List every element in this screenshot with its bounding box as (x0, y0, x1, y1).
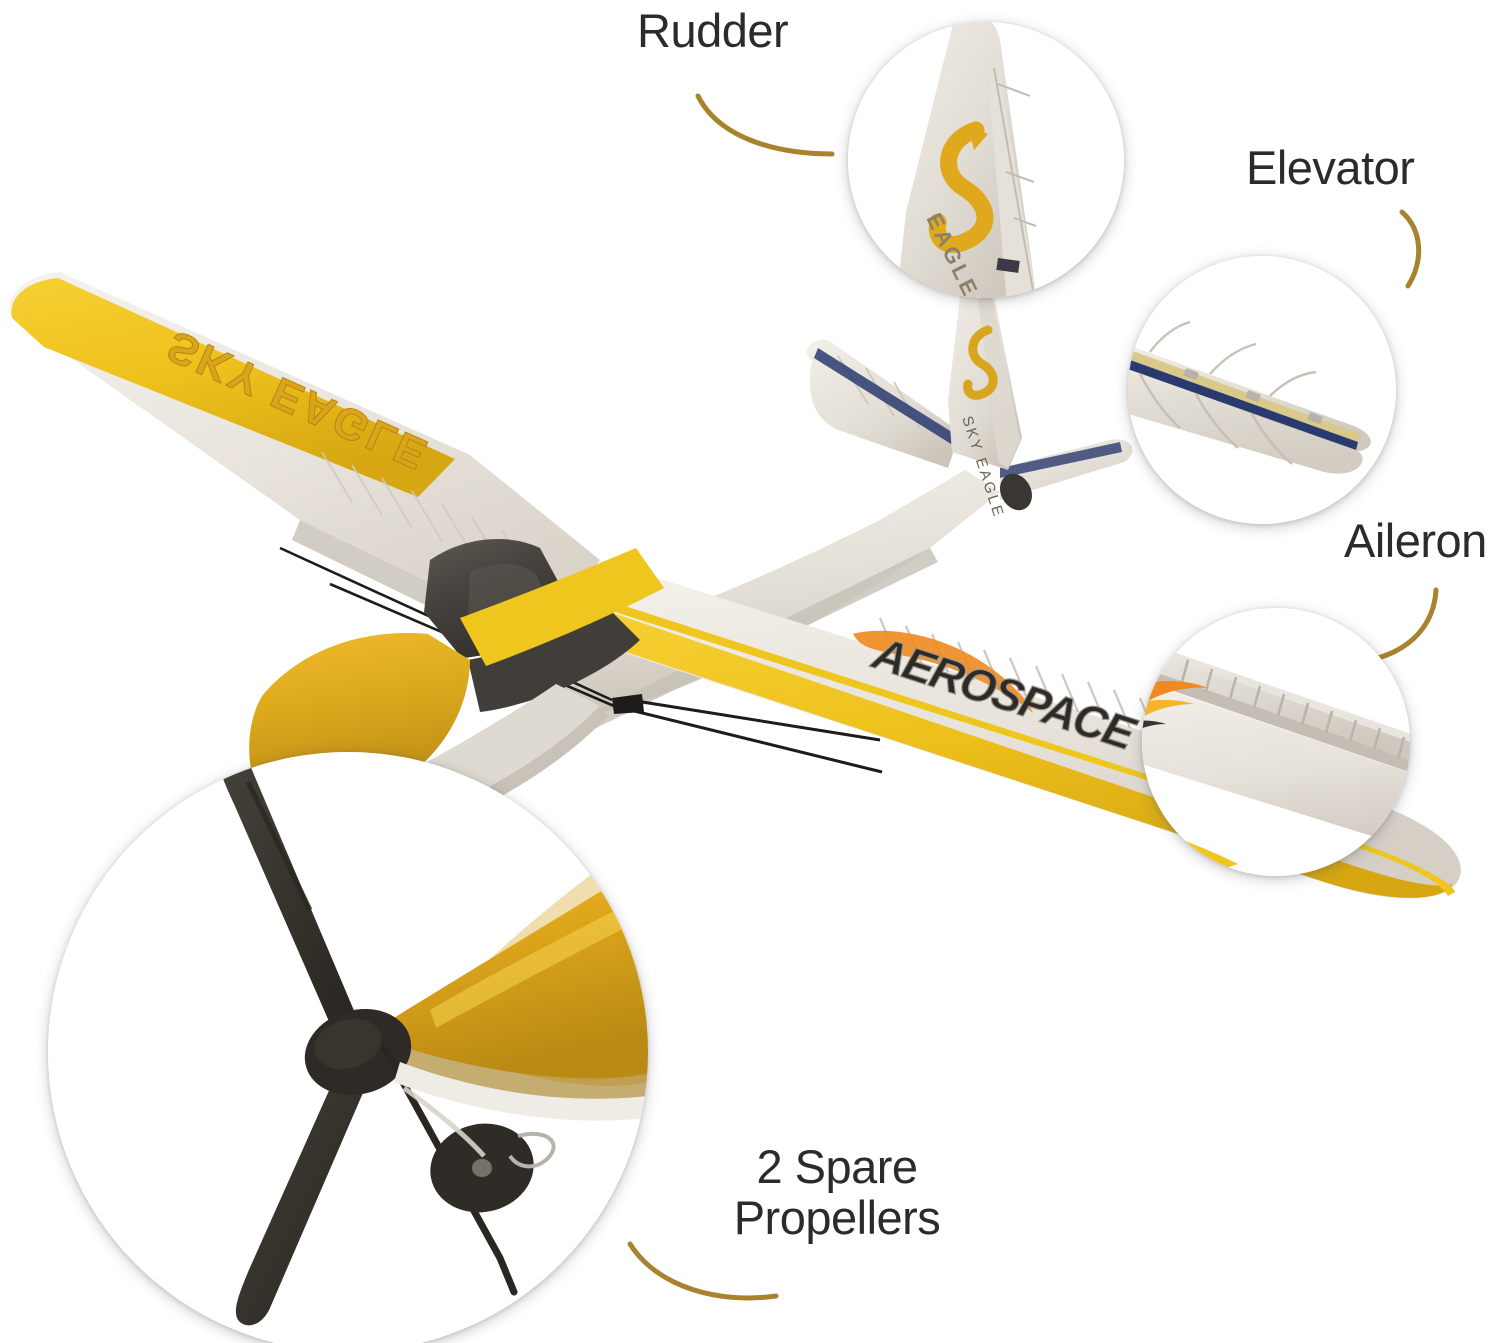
rudder-logo-s (928, 121, 994, 253)
callout-label-aileron: Aileron (1344, 514, 1487, 567)
horizontal-stabilizer-left (806, 339, 960, 468)
tail-logo-s (963, 325, 998, 400)
callout-label-elevator: Elevator (1246, 141, 1415, 194)
connector-arc-propellers (627, 1241, 779, 1301)
callout-circle-aileron (1142, 608, 1410, 876)
callout-circle-propellers (48, 752, 648, 1343)
horizontal-stabilizer-right (1000, 439, 1133, 500)
callout-circle-elevator (1128, 256, 1396, 524)
aileron-flame-decal (1142, 681, 1208, 729)
callout-label-propellers: 2 Spare Propellers (733, 1140, 941, 1244)
callout-label-rudder: Rudder (637, 4, 789, 57)
connector-arc-aileron (1375, 587, 1439, 661)
connector-arc-rudder (695, 93, 835, 157)
connector-arc-elevator (1399, 209, 1422, 289)
callout-circle-rudder: EAGLE (848, 22, 1124, 298)
landing-wheel (430, 1123, 556, 1213)
tail-wheel (1000, 473, 1032, 511)
